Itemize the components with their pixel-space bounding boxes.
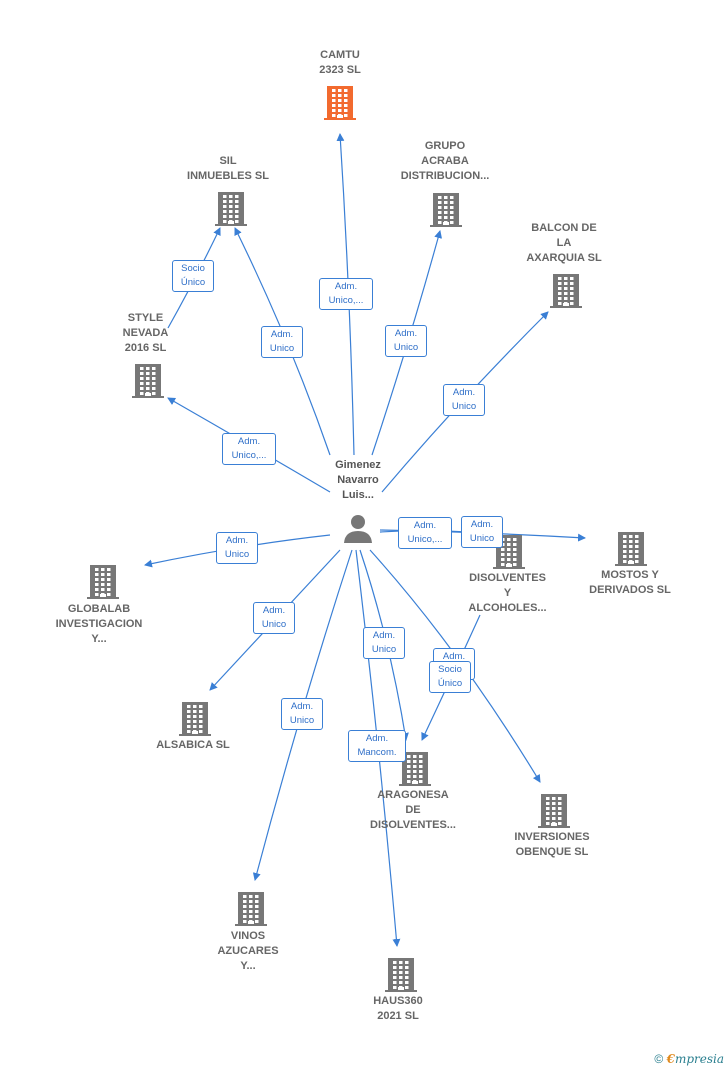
edge-label-globalab[interactable]: Adm. Unico xyxy=(216,532,258,564)
edge-label-grupo[interactable]: Adm. Unico xyxy=(385,325,427,357)
edge-label-disolventes[interactable]: Adm. Unico,... xyxy=(398,517,452,549)
building-icon-balcon[interactable] xyxy=(549,272,583,313)
edge-label-vinos[interactable]: Adm. Unico xyxy=(281,698,323,730)
company-node-alsabica[interactable]: ALSABICA SL xyxy=(138,738,248,753)
company-label: BALCON DE LA AXARQUIA SL xyxy=(526,222,602,264)
company-node-globalab[interactable]: GLOBALAB INVESTIGACION Y... xyxy=(44,602,154,647)
building-icon-inversiones[interactable] xyxy=(537,792,571,833)
edge-label-sil[interactable]: Adm. Unico xyxy=(261,326,303,358)
building-icon-camtu[interactable] xyxy=(323,84,357,125)
company-label: MOSTOS Y DERIVADOS SL xyxy=(589,569,671,596)
company-label: SIL INMUEBLES SL xyxy=(187,155,269,182)
company-label: VINOS AZUCARES Y... xyxy=(217,930,279,972)
company-label: GRUPO ACRABA DISTRIBUCION... xyxy=(400,140,490,182)
building-icon-globalab[interactable] xyxy=(86,563,120,604)
person-node[interactable]: Gimenez Navarro Luis... xyxy=(318,458,398,503)
building-icon-alsabica[interactable] xyxy=(178,700,212,741)
building-icon-haus[interactable] xyxy=(384,956,418,997)
company-label: ALSABICA SL xyxy=(156,739,230,751)
company-node-inversiones[interactable]: INVERSIONES OBENQUE SL xyxy=(497,830,607,860)
edge-label-alsabica[interactable]: Adm. Unico xyxy=(253,602,295,634)
building-icon-aragonesa[interactable] xyxy=(398,750,432,791)
building-icon-style[interactable] xyxy=(131,362,165,403)
building-icon-mostos[interactable] xyxy=(614,530,648,571)
company-node-aragonesa[interactable]: ARAGONESA DE DISOLVENTES... xyxy=(358,788,468,833)
company-label: CAMTU 2323 SL xyxy=(319,49,361,76)
edge-label-mostos[interactable]: Adm. Unico xyxy=(461,516,503,548)
company-label: ARAGONESA DE DISOLVENTES... xyxy=(370,789,456,831)
company-label: DISOLVENTES Y ALCOHOLES... xyxy=(468,572,547,614)
edge-label-aragonesa1[interactable]: Adm. Unico xyxy=(363,627,405,659)
company-label: GLOBALAB INVESTIGACION Y... xyxy=(55,603,143,645)
empresia-logo: €mpresia xyxy=(666,1052,724,1066)
person-name: Gimenez Navarro Luis... xyxy=(335,459,381,501)
company-node-haus[interactable]: HAUS360 2021 SL xyxy=(348,994,448,1024)
company-node-disolventes[interactable]: DISOLVENTES Y ALCOHOLES... xyxy=(455,571,560,616)
person-icon xyxy=(344,515,372,543)
building-icon-sil[interactable] xyxy=(214,190,248,231)
company-label: HAUS360 2021 SL xyxy=(373,995,423,1022)
copyright-symbol: © xyxy=(654,1052,664,1066)
company-label: STYLE NEVADA 2016 SL xyxy=(122,312,169,354)
company-node-vinos[interactable]: VINOS AZUCARES Y... xyxy=(198,929,298,974)
building-icon-grupo[interactable] xyxy=(429,191,463,232)
company-node-grupo[interactable]: GRUPO ACRABA DISTRIBUCION... xyxy=(385,139,505,184)
company-node-mostos[interactable]: MOSTOS Y DERIVADOS SL xyxy=(575,568,685,598)
company-label: INVERSIONES OBENQUE SL xyxy=(514,831,590,858)
edge-label-mancom[interactable]: Adm. Mancom. xyxy=(348,730,406,762)
edge-label-balcon[interactable]: Adm. Unico xyxy=(443,384,485,416)
edge-label-camtu[interactable]: Adm. Unico,... xyxy=(319,278,373,310)
company-node-balcon[interactable]: BALCON DE LA AXARQUIA SL xyxy=(514,221,614,266)
edge-label-socio[interactable]: Socio Único xyxy=(429,661,471,693)
company-node-camtu[interactable]: CAMTU 2323 SL xyxy=(290,48,390,78)
building-icon-vinos[interactable] xyxy=(234,890,268,931)
footer-copyright: © €mpresia xyxy=(654,1052,724,1066)
company-node-sil[interactable]: SIL INMUEBLES SL xyxy=(178,154,278,184)
edge-label-style[interactable]: Adm. Unico,... xyxy=(222,433,276,465)
edge-label-style-sil[interactable]: Socio Único xyxy=(172,260,214,292)
company-node-style[interactable]: STYLE NEVADA 2016 SL xyxy=(108,311,183,356)
